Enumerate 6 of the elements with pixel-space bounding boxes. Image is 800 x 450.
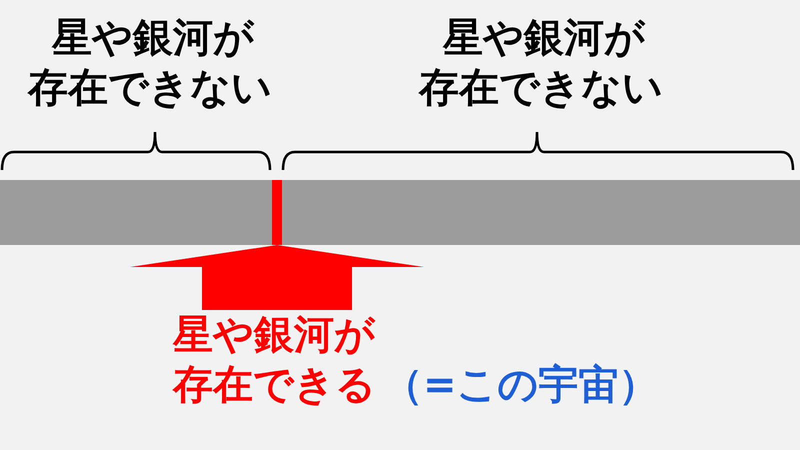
annotation-text: 星や銀河が存在できる bbox=[173, 310, 383, 410]
bracket-label: 星や銀河が存在できない bbox=[28, 14, 272, 113]
bracket-label: 星や銀河が存在できない bbox=[419, 14, 663, 113]
highlight-strip bbox=[272, 180, 282, 245]
annotation-note: （=この宇宙） bbox=[383, 361, 659, 410]
block-arrow bbox=[130, 245, 424, 310]
